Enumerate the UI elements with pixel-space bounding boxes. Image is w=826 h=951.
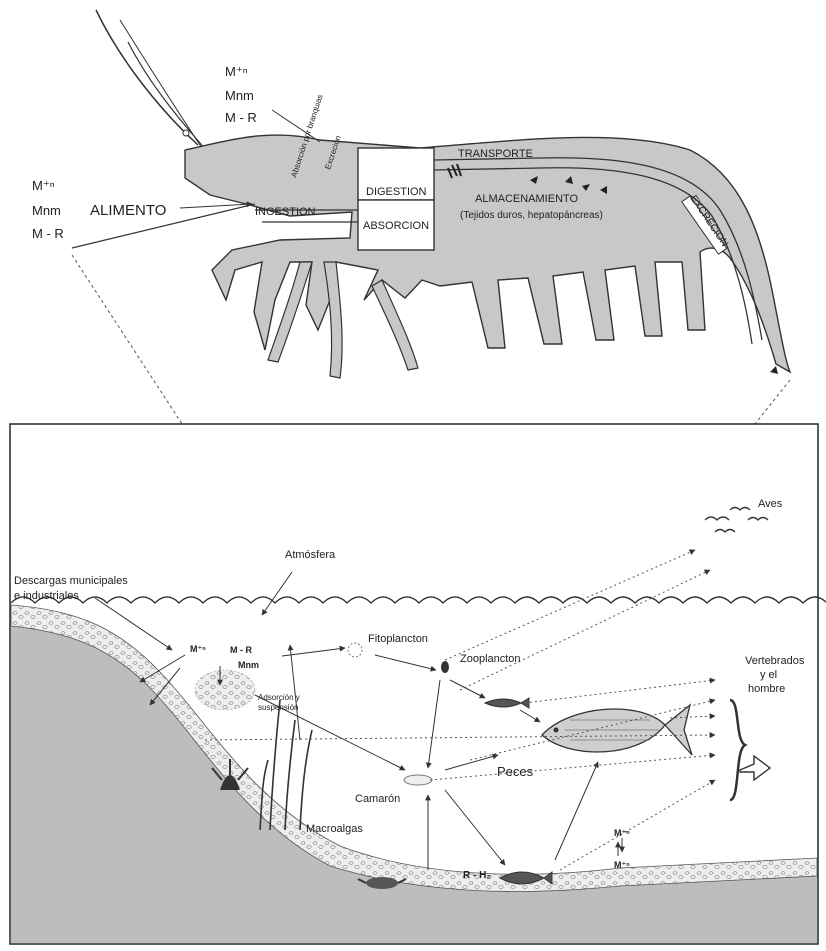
adsorption-particles-icon — [195, 670, 255, 710]
vertebrates-label-1: Vertebrados — [745, 655, 805, 667]
ecosystem-panel — [10, 424, 826, 944]
left-metal-label: M⁺ⁿ — [32, 178, 55, 193]
left-mnm-label: Mnm — [32, 203, 61, 218]
shrimp-label: Camarón — [355, 793, 400, 805]
absorption-label: ABSORCION — [363, 220, 429, 232]
vertebrates-label-3: hombre — [748, 683, 785, 695]
storage-label: ALMACENAMIENTO — [475, 193, 579, 205]
adsorption-label-2: suspensión — [258, 703, 298, 712]
ingestion-label: INGESTION — [255, 206, 316, 218]
bottom-metal-top-label: M⁺ⁿ — [614, 828, 630, 838]
shrimp-small-icon — [404, 775, 432, 785]
rh2-label: R - H₂ — [463, 870, 491, 881]
antenna — [96, 10, 198, 145]
shrimp-leg — [372, 280, 418, 370]
fish-label: Peces — [497, 764, 534, 779]
bottom-metal-bottom-label: M⁺ⁿ — [614, 860, 630, 870]
top-metal-label: M⁺ⁿ — [225, 64, 248, 79]
digestion-label: DIGESTION — [366, 186, 427, 198]
antenna — [128, 42, 206, 150]
atmosphere-label: Atmósfera — [285, 549, 336, 561]
zooplankton-icon — [441, 661, 449, 673]
sediment-mr-label: M - R — [230, 645, 252, 655]
top-mr-label: M - R — [225, 110, 257, 125]
birds-label: Aves — [758, 498, 783, 510]
zooplankton-label: Zooplancton — [460, 653, 521, 665]
food-label: ALIMENTO — [90, 202, 166, 219]
shrimp-eye — [183, 130, 189, 136]
sediment-mnm-label: Mnm — [238, 660, 259, 670]
shrimp-illustration — [96, 10, 790, 378]
macroalgae-label: Macroalgas — [306, 823, 363, 835]
left-mr-label: M - R — [32, 226, 64, 241]
shrimp-leg — [324, 262, 342, 378]
antenna — [120, 20, 202, 148]
sediment-metal-label: M⁺ⁿ — [190, 644, 206, 654]
top-mnm-label: Mnm — [225, 88, 254, 103]
transport-label: TRANSPORTE — [458, 148, 533, 160]
vertebrates-label-2: y el — [760, 669, 777, 681]
adsorption-label-1: Adsorción y — [258, 693, 300, 702]
storage-detail-label: (Tejidos duros, hepatopáncreas) — [460, 210, 603, 221]
discharges-label-2: e industriales — [14, 590, 79, 602]
discharges-label-1: Descargas municipales — [14, 575, 128, 587]
phytoplankton-label: Fitoplancton — [368, 633, 428, 645]
